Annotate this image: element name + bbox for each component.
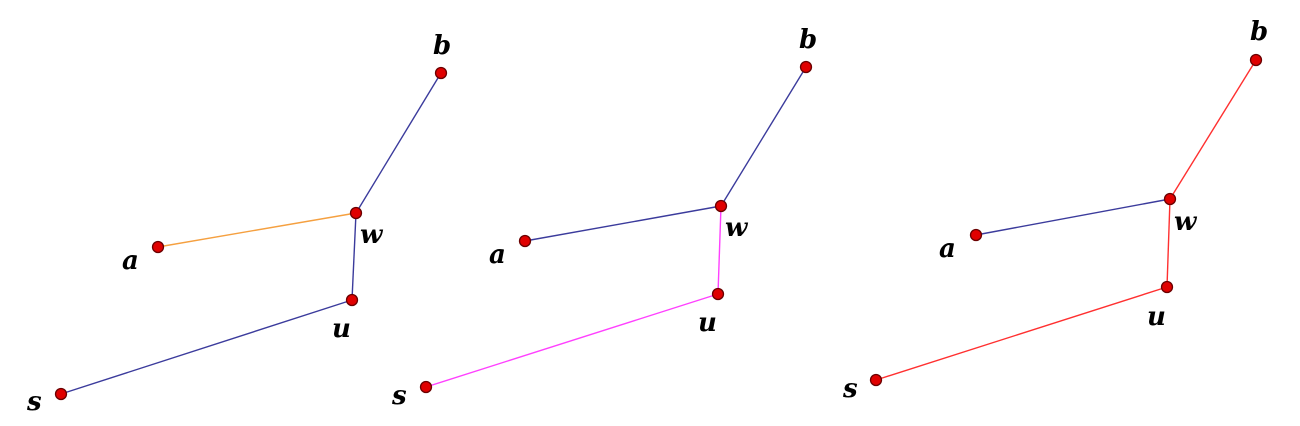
- vertex-label-s: s: [391, 381, 407, 411]
- edge-w-u: [1166, 198, 1171, 288]
- vertex-b: [1249, 53, 1263, 67]
- vertex-label-u: u: [698, 308, 717, 338]
- vertex-label-w: w: [1174, 207, 1198, 237]
- vertex-label-s: s: [842, 374, 858, 404]
- vertex-u: [345, 293, 359, 307]
- edge-a-w: [524, 205, 722, 242]
- vertex-u: [1160, 280, 1174, 294]
- vertex-label-s: s: [26, 387, 42, 417]
- panel-1: b w a u s: [26, 31, 451, 417]
- edge-w-b: [355, 72, 442, 214]
- vertex-s: [54, 387, 68, 401]
- vertex-w: [349, 206, 363, 220]
- vertex-u: [711, 287, 725, 301]
- edge-w-u: [717, 205, 722, 295]
- vertex-a: [969, 228, 983, 242]
- vertex-b: [434, 66, 448, 80]
- vertex-label-b: b: [799, 25, 817, 55]
- edge-w-b: [1169, 59, 1257, 200]
- vertex-label-a: a: [122, 246, 139, 276]
- vertex-b: [799, 60, 813, 74]
- panel-2: b w a u s: [391, 25, 817, 411]
- edge-w-b: [720, 66, 807, 207]
- vertex-label-w: w: [360, 220, 384, 250]
- vertex-label-u: u: [1147, 302, 1166, 332]
- edge-w-u: [351, 212, 357, 301]
- vertex-label-a: a: [489, 240, 506, 270]
- vertex-a: [151, 240, 165, 254]
- vertex-w: [714, 199, 728, 213]
- edge-a-w: [157, 212, 357, 248]
- vertex-a: [518, 234, 532, 248]
- vertex-label-a: a: [939, 234, 956, 264]
- vertex-label-w: w: [725, 213, 749, 243]
- edge-u-s: [60, 299, 353, 395]
- edge-a-w: [975, 198, 1171, 236]
- vertex-s: [419, 380, 433, 394]
- vertex-w: [1163, 192, 1177, 206]
- edge-u-s: [875, 286, 1168, 381]
- vertex-s: [869, 373, 883, 387]
- panel-3: b w a u s: [842, 17, 1268, 404]
- vertex-label-b: b: [433, 31, 451, 61]
- vertex-label-b: b: [1250, 17, 1268, 47]
- edge-u-s: [425, 293, 719, 388]
- vertex-label-u: u: [332, 314, 351, 344]
